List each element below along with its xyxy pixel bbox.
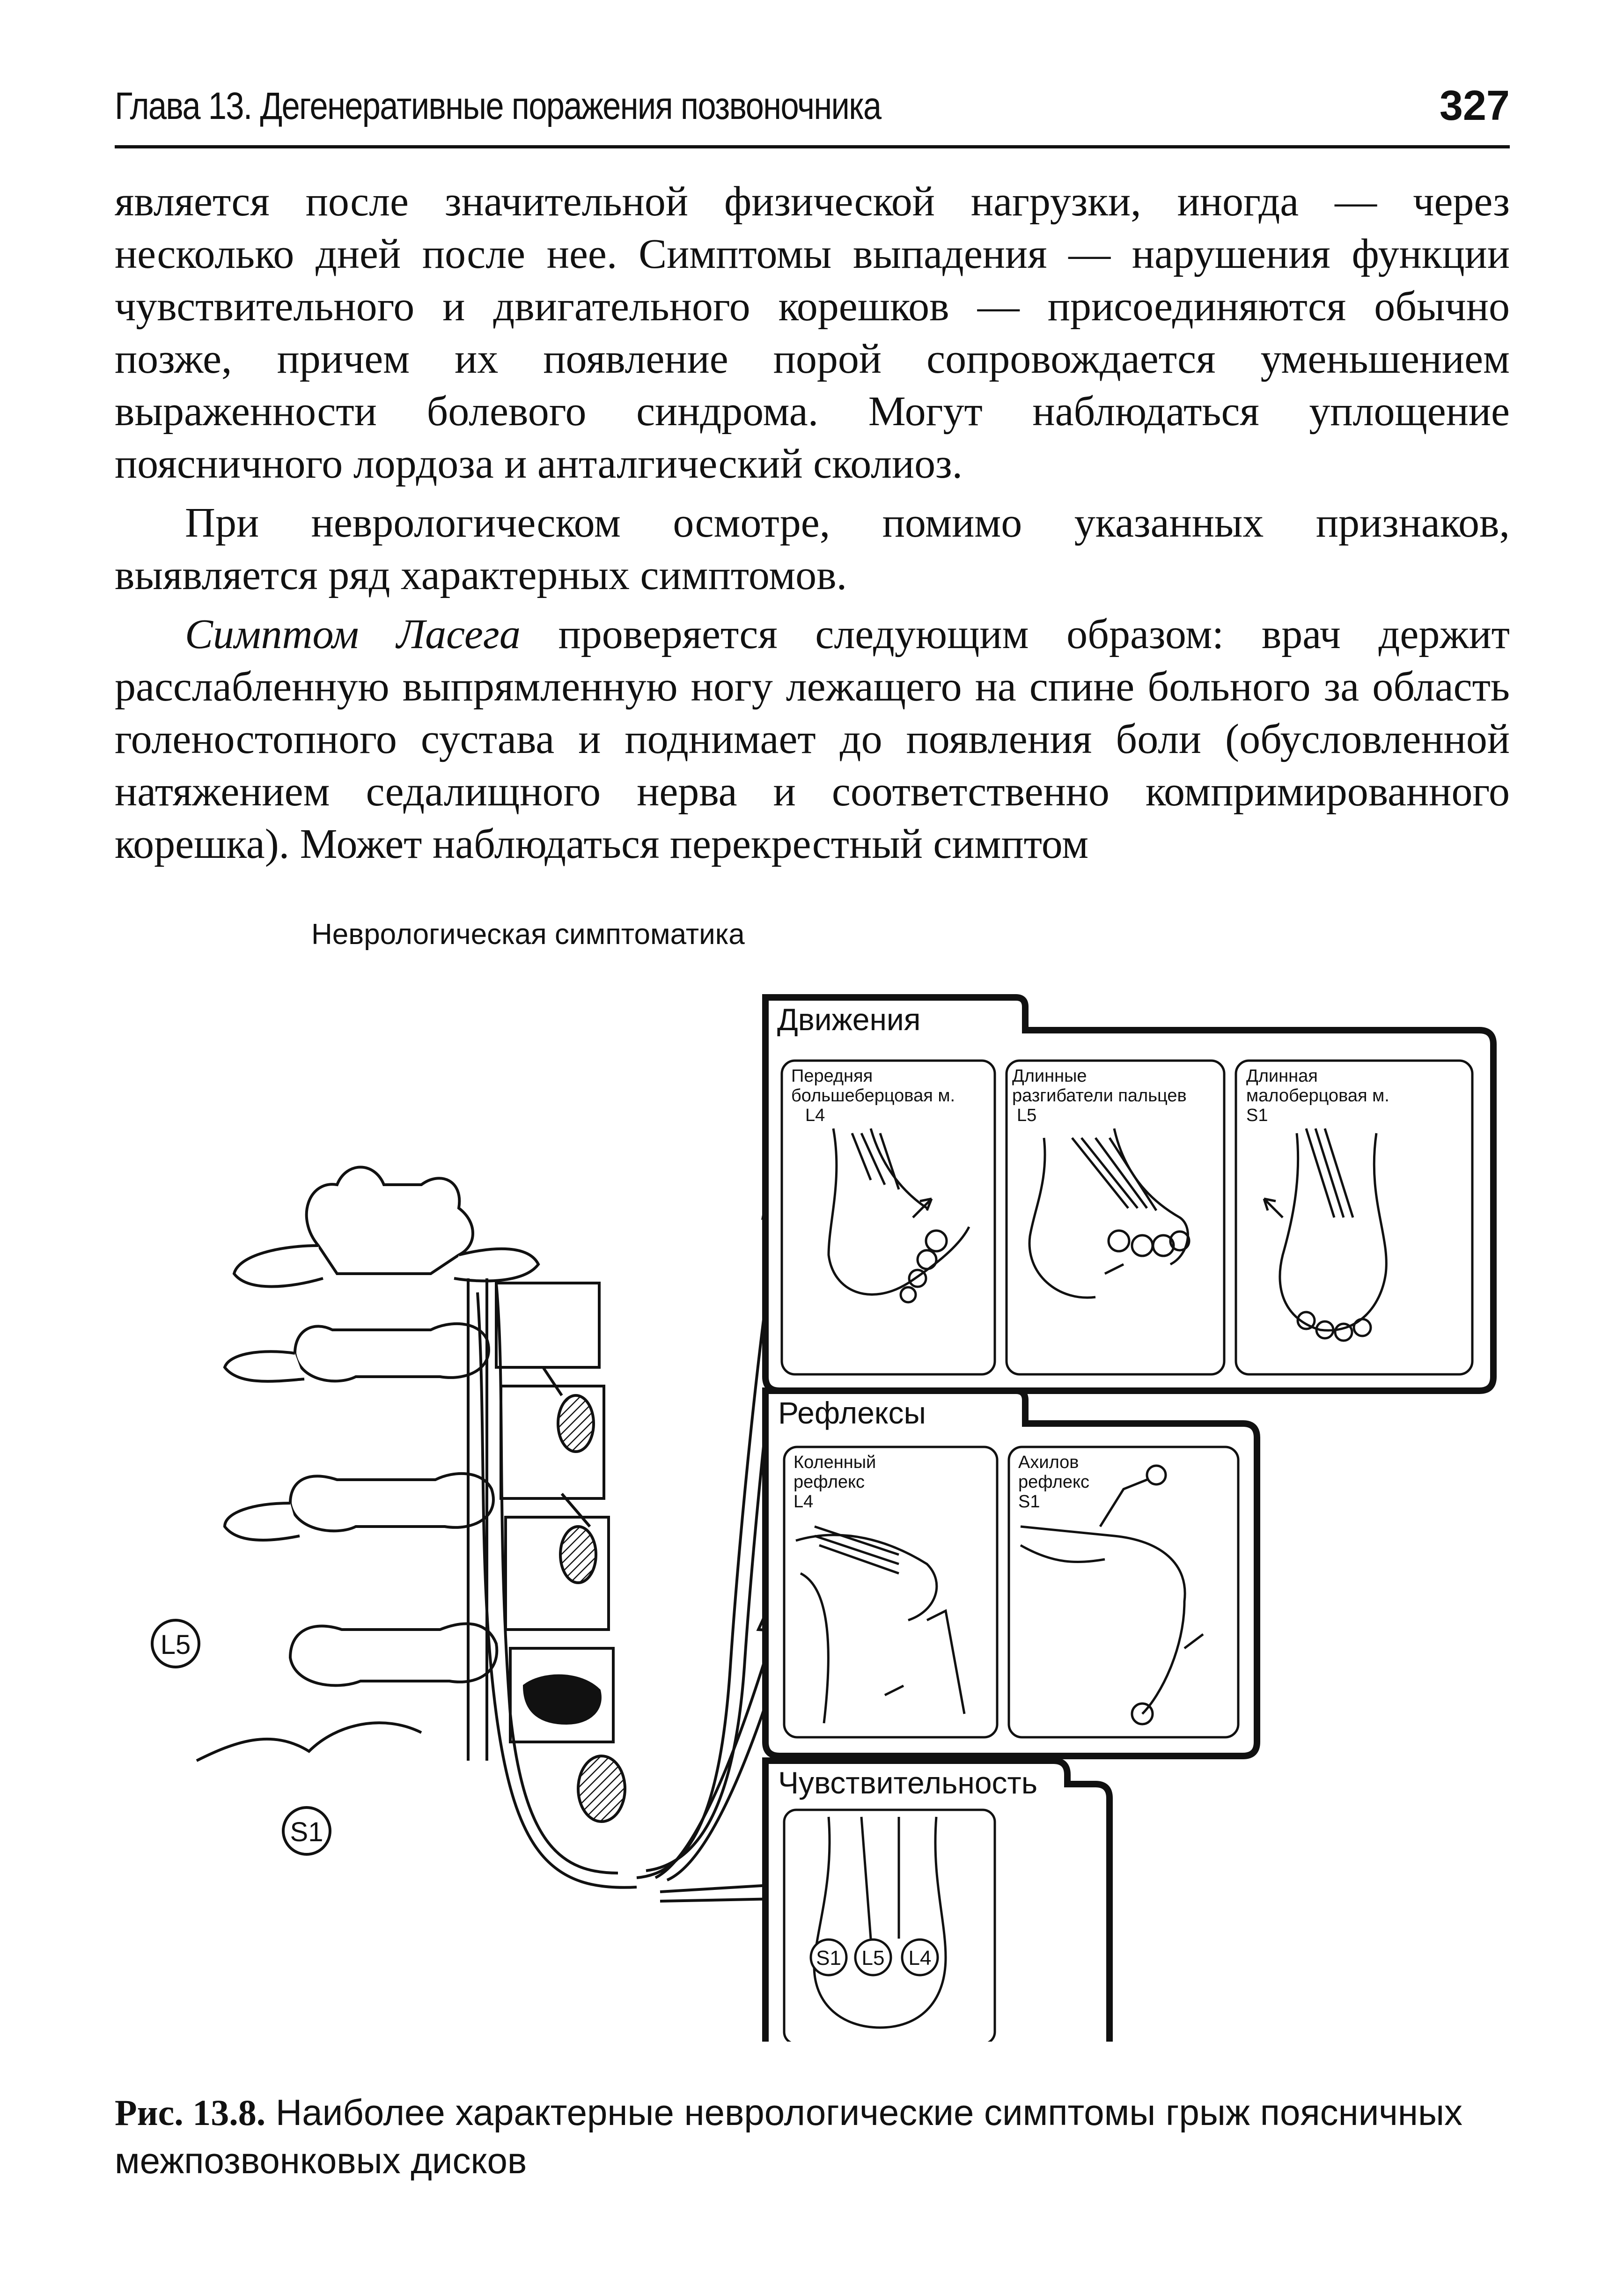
svg-text:S1: S1 xyxy=(1018,1492,1040,1512)
paragraph-3-text: проверяется следующим образом: врач держ… xyxy=(115,611,1510,867)
svg-text:L4: L4 xyxy=(805,1106,825,1125)
reflexes-label: Рефлексы xyxy=(778,1395,926,1430)
svg-text:разгибатели пальцев: разгибатели пальцев xyxy=(1012,1086,1187,1106)
dermatome-l4: L4 xyxy=(901,1938,939,1977)
spine-illustration xyxy=(196,1166,637,1889)
dermatome-s1: S1 xyxy=(809,1938,848,1977)
movement-card-extensors: Длинные разгибатели пальцев L5 xyxy=(1005,1059,1226,1376)
s1-label: S1 xyxy=(282,1806,331,1856)
figure-number: Рис. 13.8. xyxy=(115,2092,266,2133)
movements-label: Движения xyxy=(777,1002,921,1037)
movement-card-tibialis: Передняя большеберцовая м. L4 xyxy=(780,1059,996,1376)
reflex-card-knee: Коленный рефлекс L4 xyxy=(783,1446,999,1739)
knee-drawing xyxy=(795,1525,966,1724)
svg-text:Длинные: Длинные xyxy=(1012,1066,1087,1086)
svg-text:L5: L5 xyxy=(862,1947,885,1970)
svg-text:Ахилов: Ахилов xyxy=(1018,1453,1079,1472)
figure-title: Неврологическая симптоматика xyxy=(311,918,745,951)
caption-text: Наиболее характерные неврологические сим… xyxy=(115,2092,1463,2181)
l5-label: L5 xyxy=(151,1619,200,1668)
svg-text:рефлекс: рефлекс xyxy=(1018,1472,1089,1492)
svg-text:L5: L5 xyxy=(161,1630,191,1660)
svg-text:S1: S1 xyxy=(1246,1106,1268,1125)
paragraph-3: Симптом Ласега проверяется следующим обр… xyxy=(115,608,1510,871)
page-number: 327 xyxy=(1439,82,1510,129)
figure: Неврологическая симптоматика xyxy=(140,918,1507,2042)
svg-text:S1: S1 xyxy=(290,1817,323,1847)
running-head: Глава 13. Дегенеративные поражения позво… xyxy=(115,80,1510,148)
svg-text:рефлекс: рефлекс xyxy=(794,1472,865,1492)
svg-text:Длинная: Длинная xyxy=(1246,1066,1318,1086)
svg-text:большеберцовая м.: большеберцовая м. xyxy=(791,1086,955,1106)
foot-drawing-1 xyxy=(827,1128,970,1304)
sensitivity-card xyxy=(783,1808,996,2042)
achilles-drawing xyxy=(1020,1464,1204,1726)
paragraph-1: является после значительной физической н… xyxy=(115,178,1510,487)
lasegue-term: Симптом Ласега xyxy=(185,611,521,657)
svg-text:малоберцовая м.: малоберцовая м. xyxy=(1246,1086,1389,1106)
movement-card-peroneus: Длинная малоберцовая м. S1 xyxy=(1235,1059,1474,1376)
foot-drawing-2 xyxy=(1028,1128,1190,1299)
dermatome-l5: L5 xyxy=(854,1938,892,1977)
figure-illustration: L5 S1 Движения Передняя больш xyxy=(151,994,1497,2042)
svg-text:Передняя: Передняя xyxy=(791,1066,873,1086)
foot-drawing-3 xyxy=(1263,1128,1388,1342)
movements-panel: Движения Передняя большеберцовая м. L4 Д… xyxy=(762,994,1497,1394)
paragraph-2: При неврологическом осмотре, помимо указ… xyxy=(115,500,1510,598)
sensitivity-panel: Чувствительность S1 L5 L4 xyxy=(762,1757,1113,2042)
body-text: является после значительной физической н… xyxy=(115,176,1510,871)
chapter-title: Глава 13. Дегенеративные поражения позво… xyxy=(115,85,882,127)
foot-dermatome-drawing xyxy=(813,1816,947,2029)
sensitivity-label: Чувствительность xyxy=(778,1765,1037,1800)
svg-text:L4: L4 xyxy=(794,1492,813,1512)
svg-text:L5: L5 xyxy=(1017,1106,1036,1125)
svg-text:Коленный: Коленный xyxy=(794,1453,876,1472)
figure-caption: Рис. 13.8. Наиболее характерные невролог… xyxy=(115,2088,1510,2184)
reflexes-panel: Рефлексы Коленный рефлекс L4 Ахилов рефл… xyxy=(762,1387,1260,1759)
reflex-card-achilles: Ахилов рефлекс S1 xyxy=(1007,1446,1240,1739)
svg-text:L4: L4 xyxy=(909,1947,932,1970)
svg-text:S1: S1 xyxy=(816,1947,841,1970)
